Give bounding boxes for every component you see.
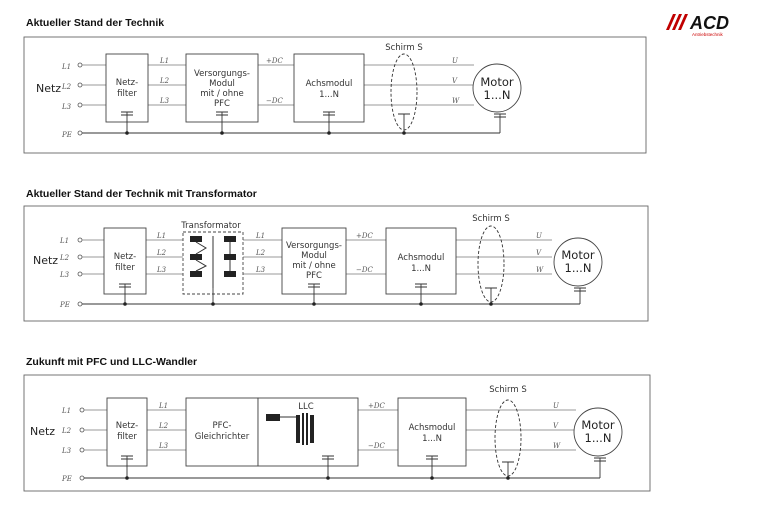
motor-label: 1...N <box>565 261 592 275</box>
netzfilter-label: filter <box>117 432 137 442</box>
axis-module-label: Achsmodul <box>398 253 445 263</box>
phase-label: U <box>536 232 543 240</box>
axis-module-box <box>397 397 467 467</box>
dc-plus-label: +DC <box>368 402 385 410</box>
pe-label: PE <box>59 301 70 309</box>
phase-label: U <box>452 57 459 65</box>
phase-label: W <box>536 266 544 274</box>
line-label: L2 <box>59 254 70 262</box>
line-label: L3 <box>61 447 72 455</box>
dc-plus-label: +DC <box>356 232 373 240</box>
axis-module-label: Achsmodul <box>306 79 353 89</box>
logo-subtitle: Antriebstechnik <box>692 32 724 37</box>
logo-text: ACD <box>689 13 729 33</box>
logo-slash-icon <box>678 14 688 30</box>
motor-label: Motor <box>581 418 615 432</box>
grid-label: Netz <box>36 82 61 95</box>
axis-module-box <box>293 53 365 123</box>
supply-module-box <box>185 53 259 123</box>
motor-circle <box>553 237 603 287</box>
dc-plus-label: +DC <box>266 57 283 65</box>
shield-label: Schirm S <box>472 214 510 224</box>
line-label: L2 <box>159 77 170 85</box>
axis-module-label: 1...N <box>422 434 442 444</box>
axis-module-label: Achsmodul <box>409 423 456 433</box>
line-label: L3 <box>159 97 170 105</box>
pe-label: PE <box>61 131 72 139</box>
line-label: L2 <box>255 249 266 257</box>
axis-module-box <box>385 227 457 295</box>
phase-label: W <box>553 442 561 450</box>
phase-label: V <box>536 249 542 257</box>
netzfilter-label: Netz- <box>116 78 138 88</box>
dc-minus-label: −DC <box>266 97 283 105</box>
line-label: L3 <box>156 266 167 274</box>
llc-transformer-icon <box>266 413 314 445</box>
line-label: L3 <box>255 266 266 274</box>
diagram1-heading: Aktueller Stand der Technik <box>26 17 164 29</box>
supply-module-label: Modul <box>209 79 235 89</box>
transformer-label: Transformator <box>180 221 241 231</box>
acd-logo: ACD Antriebstechnik <box>666 13 729 37</box>
motor-circle <box>573 407 623 457</box>
netzfilter-label: Netz- <box>116 421 138 431</box>
pfc-rectifier-label: Gleichrichter <box>195 432 250 442</box>
netzfilter-label: filter <box>115 263 135 273</box>
llc-label: LLC <box>298 402 313 412</box>
motor-label: Motor <box>480 75 514 89</box>
transformer-coils-icon <box>190 236 236 288</box>
logo-slash-icon <box>666 14 676 30</box>
line-label: L2 <box>61 83 72 91</box>
supply-module-label: PFC <box>306 271 322 281</box>
motor-label: 1...N <box>484 88 511 102</box>
pfc-rectifier-label: PFC- <box>212 421 231 431</box>
shield-label: Schirm S <box>385 43 423 53</box>
motor-label: Motor <box>561 248 595 262</box>
line-label: L1 <box>159 57 169 65</box>
supply-module-label: mit / ohne <box>200 89 243 99</box>
axis-module-label: 1...N <box>411 264 431 274</box>
supply-module-label: mit / ohne <box>292 261 335 271</box>
netzfilter-box <box>105 53 149 123</box>
supply-module-label: Versorgungs- <box>286 241 342 251</box>
line-label: L1 <box>255 232 265 240</box>
line-label: L1 <box>59 237 69 245</box>
line-label: L3 <box>158 442 169 450</box>
supply-module-label: Modul <box>301 251 327 261</box>
shield-label: Schirm S <box>489 385 527 395</box>
netzfilter-label: filter <box>117 89 137 99</box>
grid-label: Netz <box>33 254 58 267</box>
line-label: L1 <box>156 232 166 240</box>
line-label: L3 <box>59 271 70 279</box>
logo-slash-icon <box>672 14 682 30</box>
grid-label: Netz <box>30 425 55 438</box>
supply-module-label: Versorgungs- <box>194 69 250 79</box>
line-label: L1 <box>61 63 71 71</box>
pe-label: PE <box>61 475 72 483</box>
motor-circle <box>472 63 522 113</box>
netzfilter-box <box>106 397 148 467</box>
line-label: L2 <box>61 427 72 435</box>
supply-module-box <box>281 227 347 295</box>
motor-label: 1...N <box>585 431 612 445</box>
line-label: L3 <box>61 103 72 111</box>
phase-label: V <box>553 422 559 430</box>
diagram3-heading: Zukunft mit PFC und LLC-Wandler <box>26 356 197 368</box>
supply-module-label: PFC <box>214 99 230 109</box>
line-label: L1 <box>158 402 168 410</box>
phase-label: W <box>452 97 460 105</box>
phase-label: V <box>452 77 458 85</box>
line-label: L1 <box>61 407 71 415</box>
phase-label: U <box>553 402 560 410</box>
line-label: L2 <box>158 422 169 430</box>
line-label: L2 <box>156 249 167 257</box>
axis-module-label: 1...N <box>319 90 339 100</box>
netzfilter-label: Netz- <box>114 252 136 262</box>
dc-minus-label: −DC <box>368 442 385 450</box>
dc-minus-label: −DC <box>356 266 373 274</box>
diagram2-heading: Aktueller Stand der Technik mit Transfor… <box>26 188 257 200</box>
